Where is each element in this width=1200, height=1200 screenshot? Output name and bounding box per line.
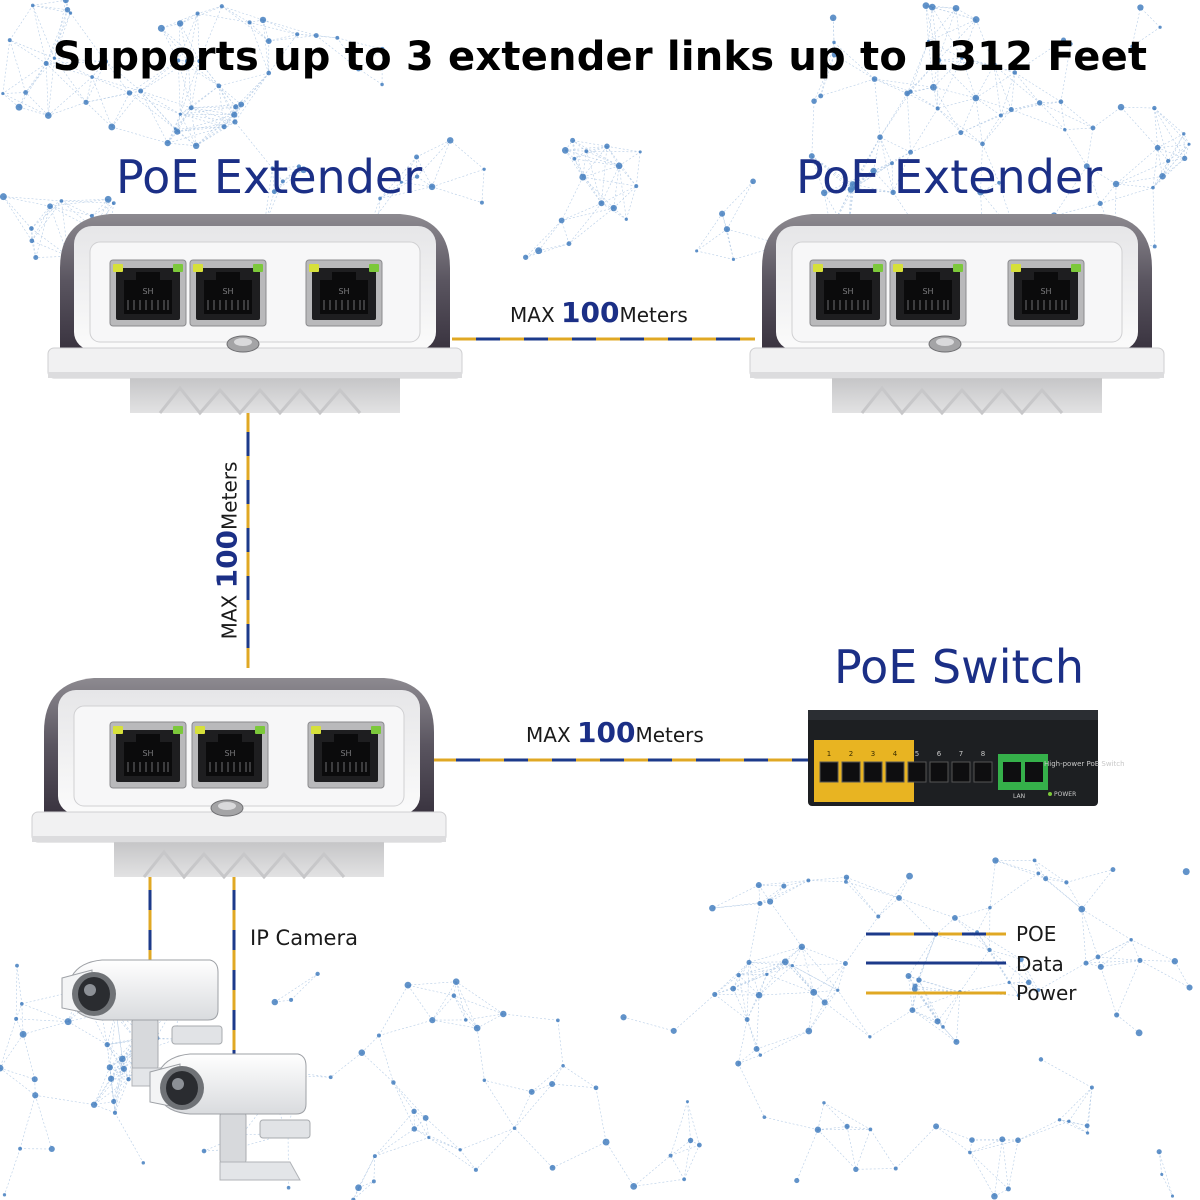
switch-port-number: 2 — [849, 750, 853, 758]
rj45-port — [191, 721, 269, 789]
rj45-port — [809, 259, 887, 327]
label-value: 100 — [210, 529, 244, 589]
poe-switch: 1 2 3 4 5 6 7 8 High-power PoE Switch LAN POWER — [808, 710, 1125, 806]
label-top-link: MAX 100Meters — [510, 296, 688, 329]
switch-port-number: 8 — [981, 750, 985, 758]
label-vertical-link: MAX 100Meters — [211, 458, 244, 644]
switch-port-number: 3 — [871, 750, 875, 758]
rj45-port — [305, 259, 383, 327]
switch-port — [951, 761, 971, 783]
switch-port-number: 1 — [827, 750, 831, 758]
title-poe-switch: PoE Switch — [834, 640, 1085, 694]
label-prefix: MAX — [510, 303, 555, 327]
extender-top-right — [748, 212, 1166, 415]
rj45-port — [109, 721, 187, 789]
switch-port — [863, 761, 883, 783]
label-unit: Meters — [635, 723, 704, 747]
switch-lan-label: LAN — [1013, 793, 1025, 800]
extender-top-left — [46, 212, 464, 415]
switch-panel-label: High-power PoE Switch — [1044, 760, 1125, 768]
label-prefix: MAX — [217, 594, 242, 640]
switch-port-number: 4 — [893, 750, 898, 758]
label-bottom-link: MAX 100Meters — [526, 716, 704, 749]
switch-port-number: 6 — [937, 750, 942, 758]
ip-camera-2 — [149, 1053, 311, 1181]
label-unit: Meters — [619, 303, 688, 327]
label-prefix: MAX — [526, 723, 571, 747]
label-value: 100 — [561, 296, 620, 329]
rj45-port — [889, 259, 967, 327]
rj45-port — [189, 259, 267, 327]
legend-label-data: Data — [1016, 952, 1064, 976]
label-ip-camera: IP Camera — [250, 926, 358, 950]
switch-port-number: 5 — [915, 750, 919, 758]
extender-bottom — [30, 676, 448, 879]
label-unit: Meters — [217, 461, 242, 530]
switch-port — [973, 761, 993, 783]
switch-port — [819, 761, 839, 783]
switch-port — [885, 761, 905, 783]
title-extender-top-right: PoE Extender — [796, 150, 1103, 204]
rj45-port — [1007, 259, 1085, 327]
switch-power-label: POWER — [1054, 791, 1076, 798]
rj45-port — [307, 721, 385, 789]
legend-label-poe: POE — [1016, 922, 1057, 946]
switch-port — [907, 761, 927, 783]
headline: Supports up to 3 extender links up to 13… — [52, 34, 1148, 80]
legend-label-power: Power — [1016, 981, 1077, 1005]
switch-port — [841, 761, 861, 783]
switch-port-number: 7 — [959, 750, 963, 758]
label-value: 100 — [577, 716, 636, 749]
switch-port — [929, 761, 949, 783]
title-extender-top-left: PoE Extender — [116, 150, 423, 204]
rj45-port — [109, 259, 187, 327]
